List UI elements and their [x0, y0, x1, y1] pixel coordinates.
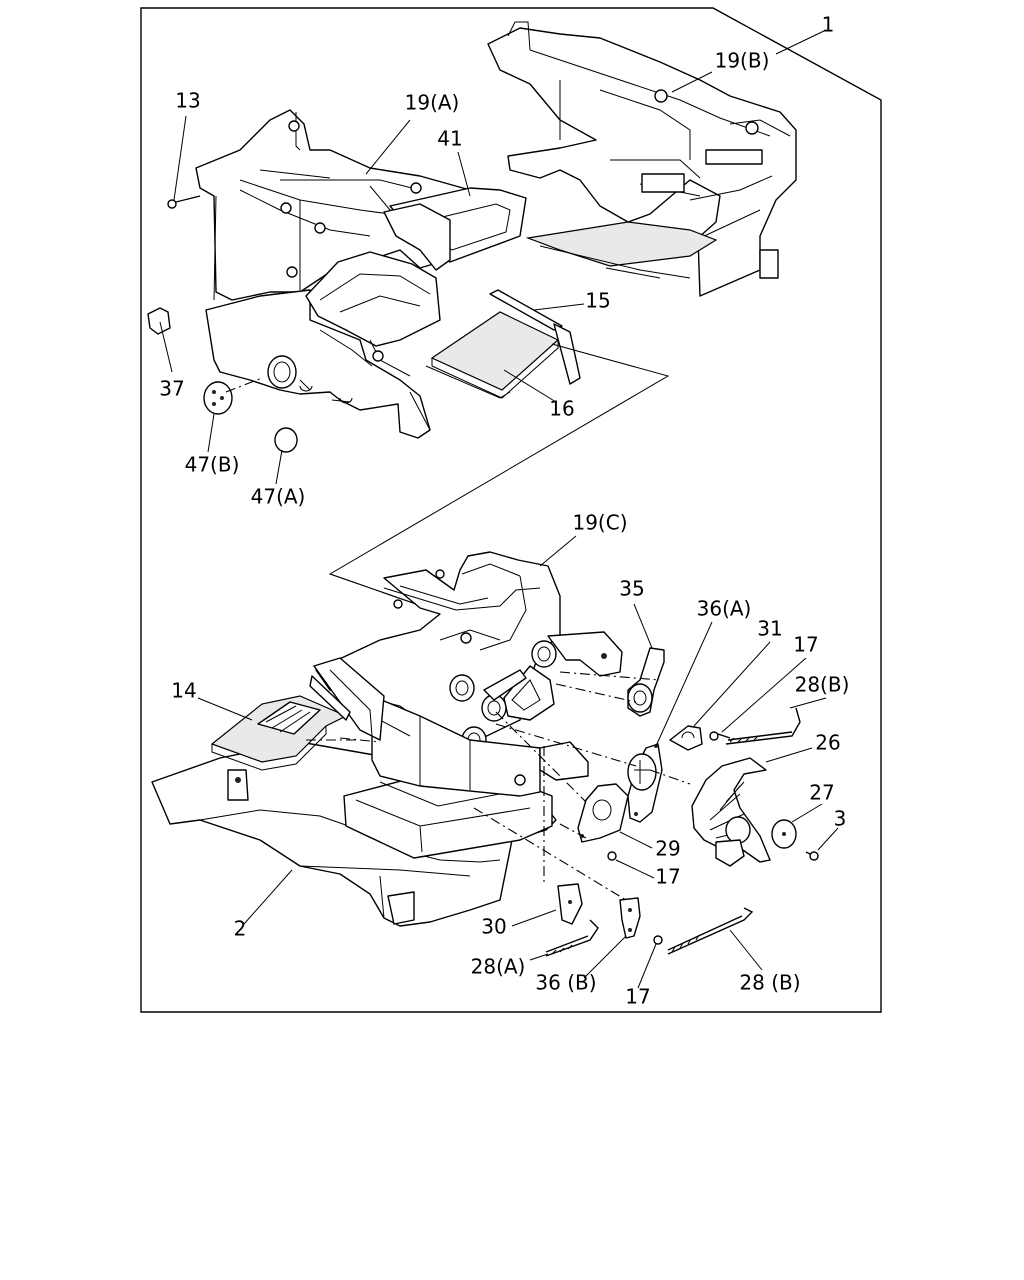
label-36b: 36 (B): [535, 971, 596, 995]
lower-heater-assembly: [151, 551, 819, 957]
part-17-screw-lower: [653, 935, 663, 945]
part-37-clip: [147, 307, 171, 335]
blower-duct-housing: [205, 251, 441, 439]
part-19a-duct: [195, 109, 527, 301]
label-47a: 47(A): [251, 485, 306, 509]
diagram-frame: [140, 7, 882, 1013]
label-27: 27: [809, 781, 834, 805]
label-13: 13: [175, 89, 200, 113]
part-3-screw: [805, 851, 819, 861]
part-36b-lever: [619, 897, 641, 939]
part-29-lever: [577, 783, 629, 843]
part-47b-knob: [203, 381, 233, 415]
label-31: 31: [757, 617, 782, 641]
ring-seal: [267, 355, 297, 389]
label-19c: 19(C): [572, 511, 627, 535]
part-35-arm: [627, 647, 665, 717]
construction-lines: [306, 671, 691, 901]
upper-duct-assembly: [147, 21, 797, 453]
section-line-lower: [329, 573, 417, 605]
label-26: 26: [815, 731, 840, 755]
label-30: 30: [481, 915, 506, 939]
label-28b-lower: 28 (B): [739, 971, 800, 995]
part-31-clamp: [669, 725, 703, 751]
label-19b: 19(B): [715, 49, 770, 73]
label-3: 3: [834, 807, 847, 831]
label-29: 29: [655, 837, 680, 861]
label-41: 41: [437, 127, 462, 151]
label-47b: 47(B): [185, 453, 240, 477]
label-15: 15: [585, 289, 610, 313]
label-1: 1: [822, 13, 835, 37]
part-17-screw-middle: [607, 851, 617, 861]
part-15-rod: [489, 289, 581, 385]
label-35: 35: [619, 577, 644, 601]
center-heater-box: [343, 695, 589, 859]
part-19b-duct: [487, 21, 797, 297]
label-17-lower: 17: [625, 985, 650, 1009]
part-30-lever: [557, 883, 583, 925]
part-13-screw: [167, 195, 201, 209]
label-37: 37: [159, 377, 184, 401]
label-17-middle: 17: [655, 865, 680, 889]
label-16: 16: [549, 397, 574, 421]
label-19a: 19(A): [405, 91, 460, 115]
leader-lines: [159, 29, 839, 989]
part-36a-lever: [627, 743, 663, 823]
part-26-fan-lever: [691, 757, 771, 867]
label-2: 2: [234, 917, 247, 941]
part-16-filter: [425, 311, 560, 399]
label-28a: 28(A): [471, 955, 526, 979]
part-14-panel: [210, 657, 385, 771]
part-labels: 1 19(B) 13 19(A) 41 15 37 16 47(B) 47(A)…: [159, 13, 849, 1009]
part-28b-rod-lower: [667, 907, 754, 955]
label-17-upper: 17: [793, 633, 818, 657]
label-36a: 36(A): [697, 597, 752, 621]
label-14: 14: [171, 679, 196, 703]
part-47a-cap: [274, 427, 298, 453]
label-28b-upper: 28(B): [795, 673, 850, 697]
part-28a-rod: [545, 919, 599, 957]
part-17-screw-upper: [709, 731, 731, 741]
part-28b-rod-upper: [725, 707, 801, 745]
